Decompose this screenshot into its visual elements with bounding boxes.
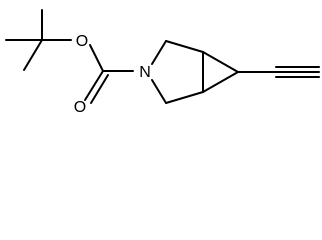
carbamate-group (84, 44, 134, 104)
tert-butyl-group (5, 9, 72, 71)
oxygen-carbonyl-carbon-bond (89, 44, 104, 72)
carbonyl-double-bond-outer (84, 70, 104, 101)
nitrogen-label: N (139, 64, 151, 81)
lower-ch2-bridgehead-bond (165, 91, 204, 104)
nitrogen-lower-ch2-bond (151, 79, 167, 104)
methyl-bond-lower (23, 39, 43, 71)
ethynyl-group (237, 66, 320, 78)
molecule-drawing: O O N (5, 9, 320, 116)
carbonyl-double-bond-inner (90, 74, 109, 104)
lower-bridgehead-cyclopropyl-bond (202, 71, 239, 93)
nitrogen-upper-ch2-bond (151, 40, 167, 65)
ester-oxygen-label: O (76, 33, 88, 50)
structure-diagram: O O N (0, 0, 322, 116)
upper-bridgehead-cyclopropyl-bond (202, 51, 239, 73)
azabicyclohexane-ring (151, 40, 239, 104)
carbonyl-oxygen-label: O (74, 99, 86, 116)
upper-ch2-bridgehead-bond (165, 40, 204, 53)
